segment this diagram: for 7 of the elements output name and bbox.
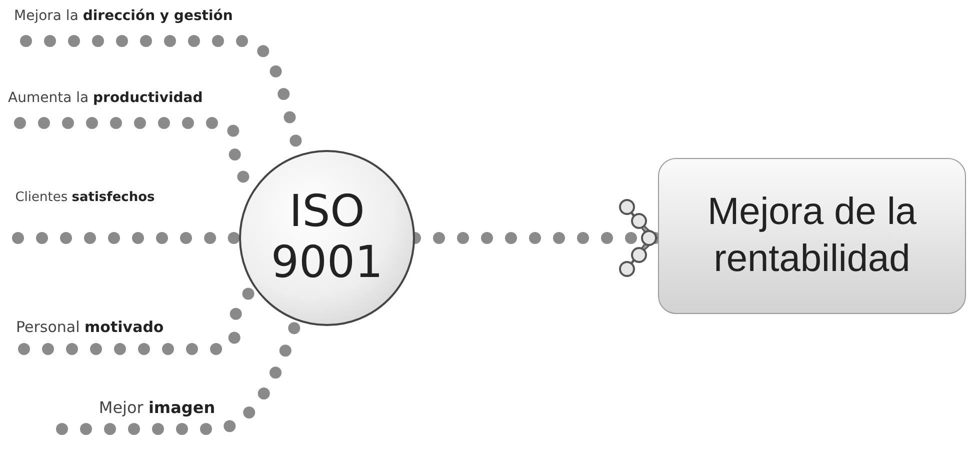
- benefit-label: Aumenta la productividad: [8, 90, 238, 119]
- result-box: Mejora de la rentabilidad: [658, 158, 966, 314]
- benefit-label: Personal motivado: [16, 318, 226, 348]
- standard-circle: ISO 9001: [239, 150, 415, 326]
- benefit-label: Mejora la dirección y gestión: [14, 8, 304, 37]
- benefit-label: Mejor imagen: [72, 398, 242, 430]
- benefit-label: Clientes satisfechos: [10, 190, 160, 218]
